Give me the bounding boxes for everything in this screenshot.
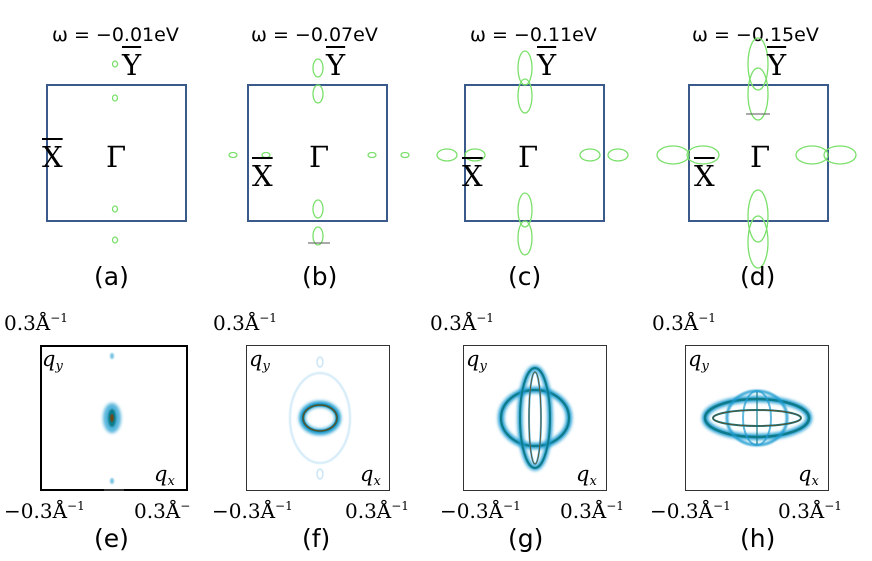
qx-max-label-g: 0.3Å−1 xyxy=(560,499,624,523)
gamma-label-d: Γ xyxy=(750,140,771,174)
energy-label-c: ω = −0.11eV xyxy=(470,24,597,46)
contour-a-bottom-outer xyxy=(111,236,119,244)
contour-b-top-outer xyxy=(312,58,324,78)
qx-min-label-h: −0.3Å−1 xyxy=(650,499,731,523)
contour-d-right-outer xyxy=(823,145,857,165)
contour-c-left-outer xyxy=(436,148,458,162)
contour-c-top-outer xyxy=(517,50,533,86)
qx-min-label-e: −0.3Å−1 xyxy=(4,499,85,523)
energy-text: ω = −0.07eV xyxy=(251,24,378,46)
y-label-b: Y xyxy=(326,48,346,82)
contour-b-bottom-inner xyxy=(312,199,324,219)
contour-a-top-outer xyxy=(111,60,119,68)
qy-max-label-e: 0.3Å−1 xyxy=(4,311,68,335)
gamma-label-a: Γ xyxy=(106,140,127,174)
contour-c-left-inner xyxy=(464,148,486,162)
qy-label-f: qy xyxy=(249,347,270,374)
contour-c-right-outer xyxy=(607,148,629,162)
qx-min-label-f: −0.3Å−1 xyxy=(212,499,293,523)
contour-c-top-inner xyxy=(517,78,533,114)
pattern-e xyxy=(103,353,124,491)
qx-label-h: qx xyxy=(798,462,819,489)
gamma-label-b: Γ xyxy=(309,140,330,174)
contour-b-top-inner xyxy=(312,84,324,104)
qx-max-label-f: 0.3Å−1 xyxy=(345,499,409,523)
qy-max-label-g: 0.3Å−1 xyxy=(430,311,494,335)
panel-label-a: (a) xyxy=(94,262,129,291)
contour-b-left-inner xyxy=(261,151,271,159)
qx-label-g: qx xyxy=(576,462,597,489)
qx-max-label-h: 0.3Å−1 xyxy=(778,499,842,523)
contour-b-left-outer xyxy=(228,151,238,159)
energy-text: ω = −0.15eV xyxy=(692,24,819,46)
contour-c-right-inner xyxy=(579,148,601,162)
qx-label-e: qx xyxy=(154,462,175,489)
pattern-g xyxy=(498,365,572,471)
qpi-map-f xyxy=(246,345,390,491)
energy-label-d: ω = −0.15eV xyxy=(692,24,819,46)
contour-a-bottom-inner xyxy=(111,205,119,213)
x-label-a: X xyxy=(42,140,63,174)
y-label-a: Y xyxy=(122,48,142,82)
qy-max-label-h: 0.3Å−1 xyxy=(652,311,716,335)
pattern-h xyxy=(702,389,812,447)
panel-label-c: (c) xyxy=(508,262,542,291)
contour-a-top-inner xyxy=(111,94,119,102)
panel-label-d: (d) xyxy=(740,262,776,291)
contour-d-bottom-outer xyxy=(747,215,769,269)
panel-label-g: (g) xyxy=(508,524,544,553)
qpi-map-h xyxy=(685,345,829,491)
energy-label-a: ω = −0.01eV xyxy=(52,24,179,46)
gamma-label-c: Γ xyxy=(518,140,539,174)
qy-label-h: qy xyxy=(688,347,709,374)
energy-text: ω = −0.01eV xyxy=(52,24,179,46)
y-label-c: Y xyxy=(537,48,557,82)
contour-d-top-inner xyxy=(747,67,769,121)
panel-label-h: (h) xyxy=(740,524,776,553)
qpi-map-g xyxy=(463,345,607,491)
contour-c-bottom-inner xyxy=(517,192,533,228)
qy-label-e: qy xyxy=(42,347,63,374)
y-label-d: Y xyxy=(767,48,787,82)
qy-max-label-f: 0.3Å−1 xyxy=(213,311,277,335)
contour-d-left-inner xyxy=(686,145,720,165)
contour-c-bottom-outer xyxy=(517,220,533,256)
contour-d-right-inner xyxy=(795,145,829,165)
x-label-c: X xyxy=(462,159,483,193)
qx-label-f: qx xyxy=(360,462,381,489)
contour-b-right-inner xyxy=(367,151,377,159)
qx-max-label-e: 0.3Å− xyxy=(134,499,191,523)
energy-label-b: ω = −0.07eV xyxy=(251,24,378,46)
x-label-b: X xyxy=(252,159,273,193)
pattern-f xyxy=(289,356,351,480)
energy-text: ω = −0.11eV xyxy=(470,24,597,46)
qy-label-g: qy xyxy=(466,347,487,374)
panel-label-e: (e) xyxy=(94,524,129,553)
x-label-d: X xyxy=(694,159,715,193)
panel-label-f: (f) xyxy=(302,524,331,553)
contour-d-bottom-inner xyxy=(747,189,769,243)
contour-d-left-outer xyxy=(656,145,690,165)
contour-b-right-outer xyxy=(400,151,410,159)
contour-b-bottom-outer xyxy=(312,226,324,246)
contour-d-top-outer xyxy=(747,37,769,91)
panel-label-b: (b) xyxy=(302,262,338,291)
brillouin-zone-a xyxy=(46,84,187,222)
qx-min-label-g: −0.3Å−1 xyxy=(440,499,521,523)
